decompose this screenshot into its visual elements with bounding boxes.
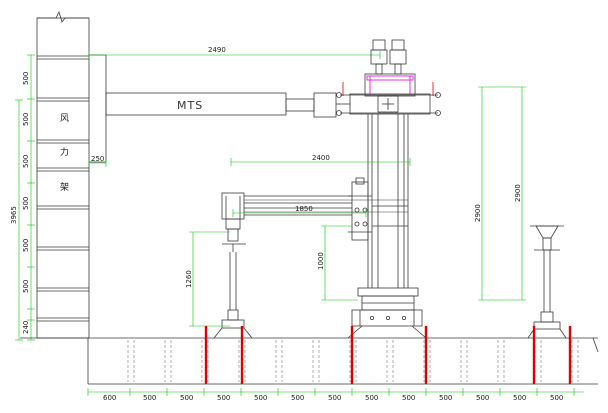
reaction-wall-bands — [37, 55, 89, 322]
arm-wire — [244, 199, 408, 213]
wall-dimension-chain — [15, 54, 35, 341]
arm-span-label: 1850 — [295, 205, 313, 213]
wall-dim-4: 500 — [22, 197, 30, 210]
floor-grid-lines — [127, 340, 579, 382]
mts-actuator — [105, 92, 350, 118]
arm-span-dimension — [232, 209, 367, 217]
column-height-dimension — [478, 86, 526, 301]
wall-offset-dimension — [88, 159, 107, 167]
left-support-height-label: 1260 — [185, 270, 193, 288]
arm-drop-label: 1000 — [317, 252, 325, 270]
column-base — [347, 287, 427, 339]
horizontal-arm — [221, 177, 408, 241]
column-height-inner-label: 2900 — [474, 204, 482, 222]
reaction-wall — [36, 10, 107, 339]
wall-dim-total: 3965 — [10, 206, 18, 224]
wall-dim-5: 500 — [22, 239, 30, 252]
base-dim-6: 500 — [291, 394, 304, 402]
wall-char-1: 风 — [60, 113, 69, 124]
wall-offset-label: 250 — [91, 155, 104, 163]
base-dim-3: 500 — [180, 394, 193, 402]
base-dim-2: 500 — [143, 394, 156, 402]
left-support — [213, 218, 253, 339]
base-dim-9: 500 — [402, 394, 415, 402]
wall-dim-1: 500 — [22, 72, 30, 85]
wall-dim-2: 500 — [22, 113, 30, 126]
base-dim-12: 500 — [513, 394, 526, 402]
column-height-outer-label: 2900 — [514, 184, 522, 202]
actuator-label: MTS — [177, 99, 203, 112]
top-span-dimension — [88, 51, 381, 59]
strong-floor — [20, 337, 599, 385]
base-dim-7: 500 — [328, 394, 341, 402]
top-span-label: 2490 — [208, 46, 226, 54]
wall-dim-bottom: 240 — [22, 321, 30, 334]
beam-span-label: 2400 — [312, 154, 330, 162]
right-support — [527, 225, 567, 339]
base-dimension-chain — [87, 388, 584, 396]
base-dim-11: 500 — [476, 394, 489, 402]
base-dim-5: 500 — [254, 394, 267, 402]
arm-drop-dimension — [321, 225, 358, 301]
column-head — [336, 39, 441, 116]
base-dim-4: 500 — [217, 394, 230, 402]
wall-char-3: 架 — [60, 182, 69, 193]
base-dim-1: 600 — [103, 394, 116, 402]
base-dim-10: 500 — [439, 394, 452, 402]
left-support-height-dimension — [189, 231, 230, 327]
beam-span-dimension — [230, 158, 411, 166]
base-dim-13: 500 — [550, 394, 563, 402]
column-shaft — [367, 114, 409, 288]
wall-char-2: 力 — [60, 146, 69, 158]
wall-dim-3: 500 — [22, 155, 30, 168]
wall-dim-6: 500 — [22, 280, 30, 293]
base-dim-8: 500 — [365, 394, 378, 402]
anchor-bolts — [204, 326, 572, 384]
